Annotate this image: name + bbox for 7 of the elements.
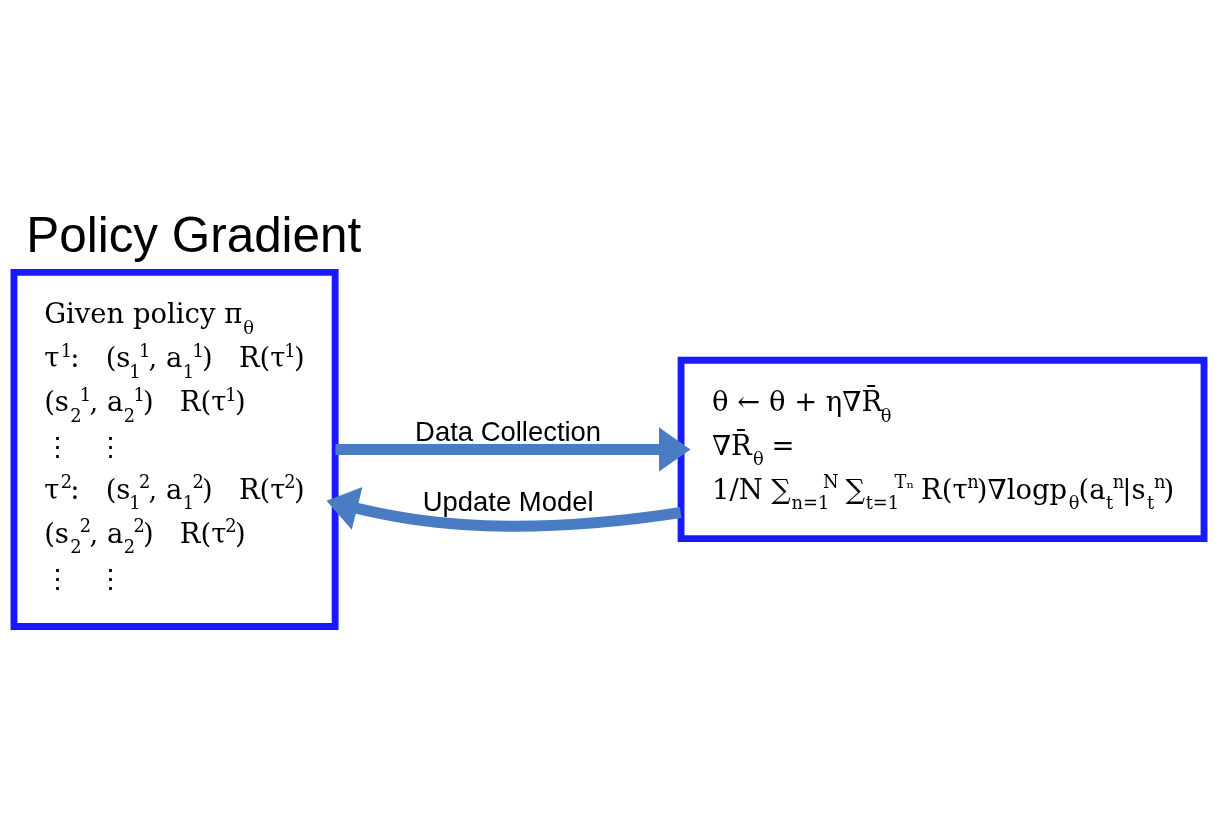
diagram-title: Policy Gradient <box>26 206 362 262</box>
arrow <box>335 426 691 471</box>
edge-label: Data Collection <box>415 415 602 447</box>
edge-label: Update Model <box>422 485 594 517</box>
node-box: Given policy π$_{θ}$ τ$^{1}$: (s$_{1}$$^{1}$, a$_{1}$$^{1}$) R(τ$^{1}$) (s$_{2}$$^{1}$, a$_{2}$$^{1}$) R(τ$^{1}$) ⋮ ⋮ τ$^{2}$: (s$_{1}$$^{2}$, a$_{1}$$^{2}$) R(τ$^{2}$) (s$_{2}$$^{2}$, a$_{2}$$^{2}$) R(τ$^{2}$) ⋮ ⋮ <box>10 268 339 630</box>
arrow <box>326 486 682 532</box>
node-box: θ ← θ + η∇R̄$_{θ}$ ∇R̄$_{θ}$ = 1/N ∑$_{n=1}$$^{N}$ ∑$_{t=1}$$^{Tₙ}$ R(τ$^{n}$)∇logp$_{θ}$(a$_{t}$$^{n}$|s$_{t}$$^{n}$) <box>677 356 1208 542</box>
